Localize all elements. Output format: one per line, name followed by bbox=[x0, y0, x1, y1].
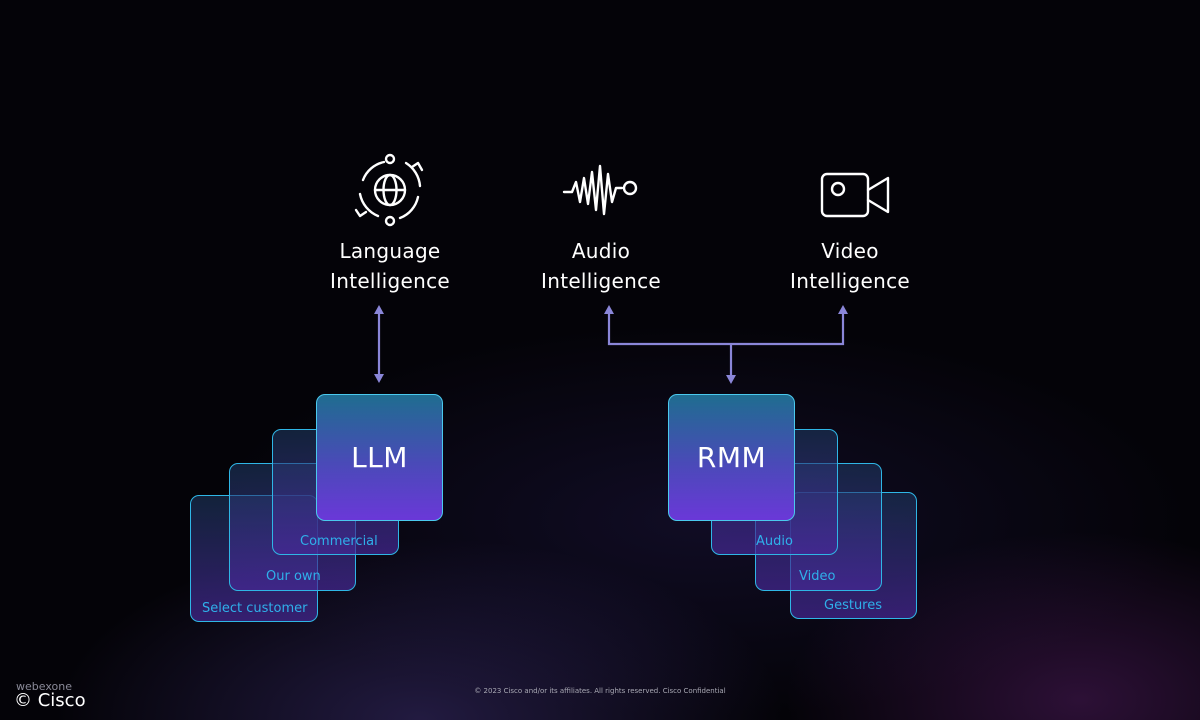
legal-notice: © 2023 Cisco and/or its affiliates. All … bbox=[474, 687, 726, 695]
video-intelligence-label: Video Intelligence bbox=[790, 239, 910, 293]
rmm-bracket-line bbox=[607, 312, 845, 346]
rmm-layer-label-gestures: Gestures bbox=[824, 598, 883, 613]
llm-layer-label-select-customer: Select customer bbox=[202, 601, 308, 616]
arrow-head-up-audio bbox=[604, 305, 614, 314]
arrow-head-down-llm bbox=[374, 374, 384, 383]
video-camera-icon bbox=[818, 168, 894, 228]
rmm-layer-label-audio: Audio bbox=[756, 534, 793, 549]
llm-layer-label-commercial: Commercial bbox=[300, 534, 378, 549]
rmm-layer-label-video: Video bbox=[799, 569, 836, 584]
globe-cycle-icon bbox=[350, 150, 430, 234]
arrow-head-up-language bbox=[374, 305, 384, 314]
rmm-card: RMM bbox=[668, 394, 795, 521]
rmm-title: RMM bbox=[696, 441, 767, 474]
llm-card: LLM bbox=[316, 394, 443, 521]
language-intelligence-label: Language Intelligence bbox=[330, 239, 450, 293]
arrow-head-up-video bbox=[838, 305, 848, 314]
arrow-head-down-rmm bbox=[726, 375, 736, 384]
llm-layer-label-our-own: Our own bbox=[266, 569, 321, 584]
copyright-watermark: © Cisco bbox=[14, 690, 86, 711]
llm-title: LLM bbox=[351, 441, 408, 474]
brand-logo-text: webexone bbox=[16, 680, 72, 693]
audio-wave-icon bbox=[560, 158, 644, 226]
audio-intelligence-label: Audio Intelligence bbox=[541, 239, 661, 293]
